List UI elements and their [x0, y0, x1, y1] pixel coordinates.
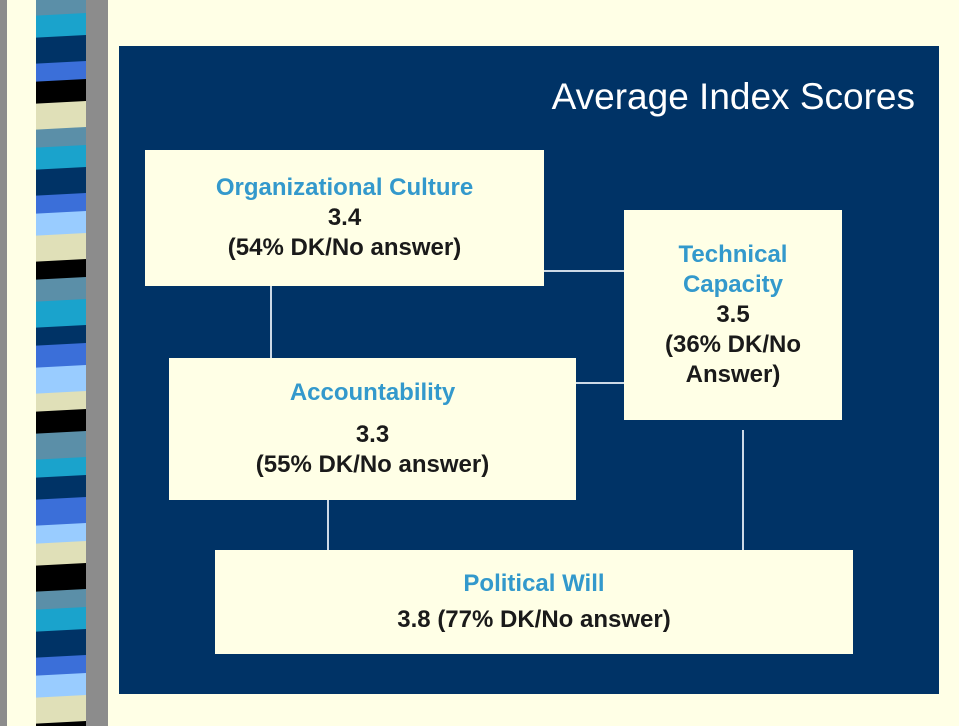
accountability-label: Accountability	[289, 379, 456, 406]
sidebar-gray-bar-right	[86, 0, 108, 726]
technical-capacity-note-line1: (36% DK/No	[664, 331, 802, 358]
connector-culture-accountability	[270, 286, 272, 358]
political-will-label: Political Will	[463, 570, 605, 597]
connector-technical-political	[742, 430, 744, 550]
box-political-will: Political Will 3.8 (77% DK/No answer)	[215, 550, 853, 654]
decorative-sidebar	[0, 0, 110, 726]
technical-capacity-score: 3.5	[716, 301, 750, 328]
organizational-culture-score: 3.4	[327, 204, 362, 231]
organizational-culture-note: (54% DK/No answer)	[227, 234, 462, 261]
connector-accountability-technical	[576, 382, 624, 384]
sidebar-stripes	[36, 0, 86, 726]
organizational-culture-label: Organizational Culture	[215, 174, 474, 201]
diagram-panel: Average Index Scores Organizational Cult…	[119, 46, 939, 694]
box-accountability: Accountability 3.3 (55% DK/No answer)	[169, 358, 576, 500]
box-organizational-culture: Organizational Culture 3.4 (54% DK/No an…	[145, 150, 544, 286]
technical-capacity-label-line1: Technical	[678, 241, 788, 268]
accountability-score: 3.3	[355, 421, 390, 448]
connector-accountability-political	[327, 500, 329, 550]
diagram-title: Average Index Scores	[551, 76, 915, 117]
connector-culture-technical	[544, 270, 624, 272]
political-will-score-note: 3.8 (77% DK/No answer)	[397, 606, 671, 633]
technical-capacity-label-line2: Capacity	[682, 271, 784, 298]
technical-capacity-note-line2: Answer)	[685, 361, 781, 388]
sidebar-gray-bar-left	[0, 0, 7, 726]
accountability-note: (55% DK/No answer)	[255, 451, 490, 478]
box-technical-capacity: Technical Capacity 3.5 (36% DK/No Answer…	[624, 210, 842, 420]
